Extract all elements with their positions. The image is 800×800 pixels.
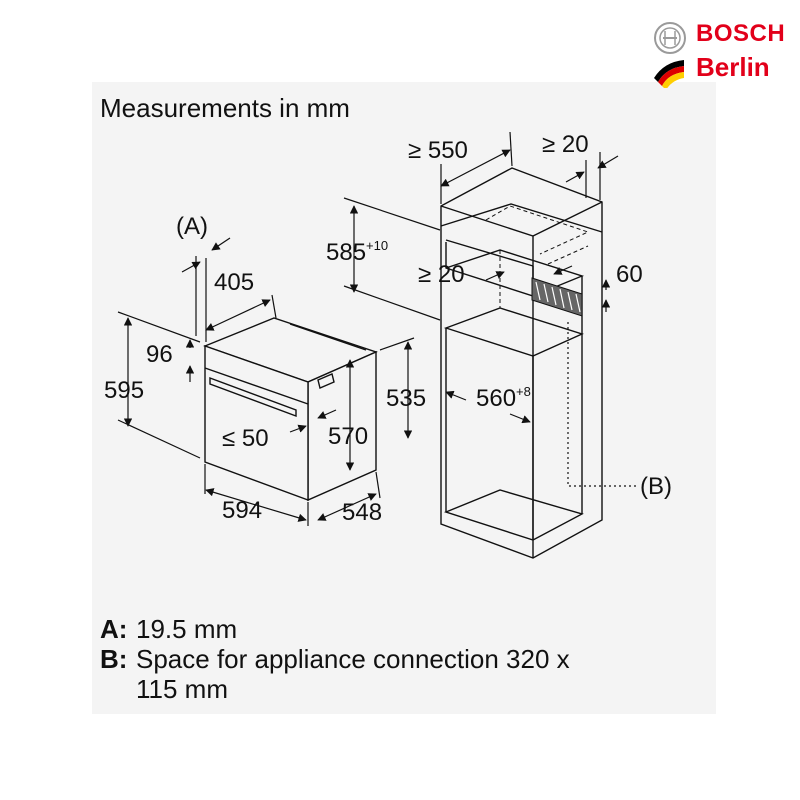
bosch-armature-icon — [654, 22, 686, 90]
dim-vent-gap: ≥ 20 — [418, 261, 465, 288]
note-b-key: B: — [100, 644, 128, 674]
dim-niche-height: 585+10 — [326, 238, 388, 266]
note-b-continuation: 115 mm — [136, 674, 228, 704]
dim-panel-height: 96 — [146, 341, 173, 368]
dim-oven-total-height: 595 — [104, 377, 144, 404]
oven-dimension-lines — [117, 237, 415, 526]
note-b: B: Space for appliance connection 320 x — [100, 644, 570, 674]
dim-handle-gap: ≤ 50 — [222, 425, 269, 452]
brand-name: BOSCH — [696, 20, 786, 47]
notes: A: 19.5 mm B: Space for appliance connec… — [100, 614, 570, 704]
dim-top-gap: ≥ 20 — [542, 131, 589, 158]
dim-oven-inner-height: 570 — [328, 423, 368, 450]
cabinet-hidden-lines — [485, 205, 590, 308]
bosch-logo — [650, 18, 790, 90]
heading: Measurements in mm — [100, 93, 350, 123]
oven-drawing — [203, 317, 378, 502]
dim-oven-depth-top: 405 — [214, 269, 254, 296]
vent-hatch — [531, 277, 583, 317]
dim-vent-height: 60 — [616, 261, 643, 288]
dim-oven-depth: 548 — [342, 499, 382, 526]
note-a-text: 19.5 mm — [136, 614, 238, 644]
note-b-text: Space for appliance connection 320 x — [136, 644, 570, 674]
cabinet-drawing — [440, 167, 603, 559]
dim-oven-body-height: 535 — [386, 385, 426, 412]
dim-niche-depth: ≥ 550 — [408, 137, 468, 164]
dim-niche-width: 560+8 — [476, 384, 531, 412]
cabinet-dimension-lines — [343, 131, 619, 424]
label-b: (B) — [640, 473, 672, 500]
note-a: A: 19.5 mm — [100, 614, 570, 644]
dim-oven-width: 594 — [222, 497, 262, 524]
label-a: (A) — [176, 213, 208, 240]
note-a-key: A: — [100, 614, 128, 644]
brand-city: Berlin — [696, 52, 770, 82]
